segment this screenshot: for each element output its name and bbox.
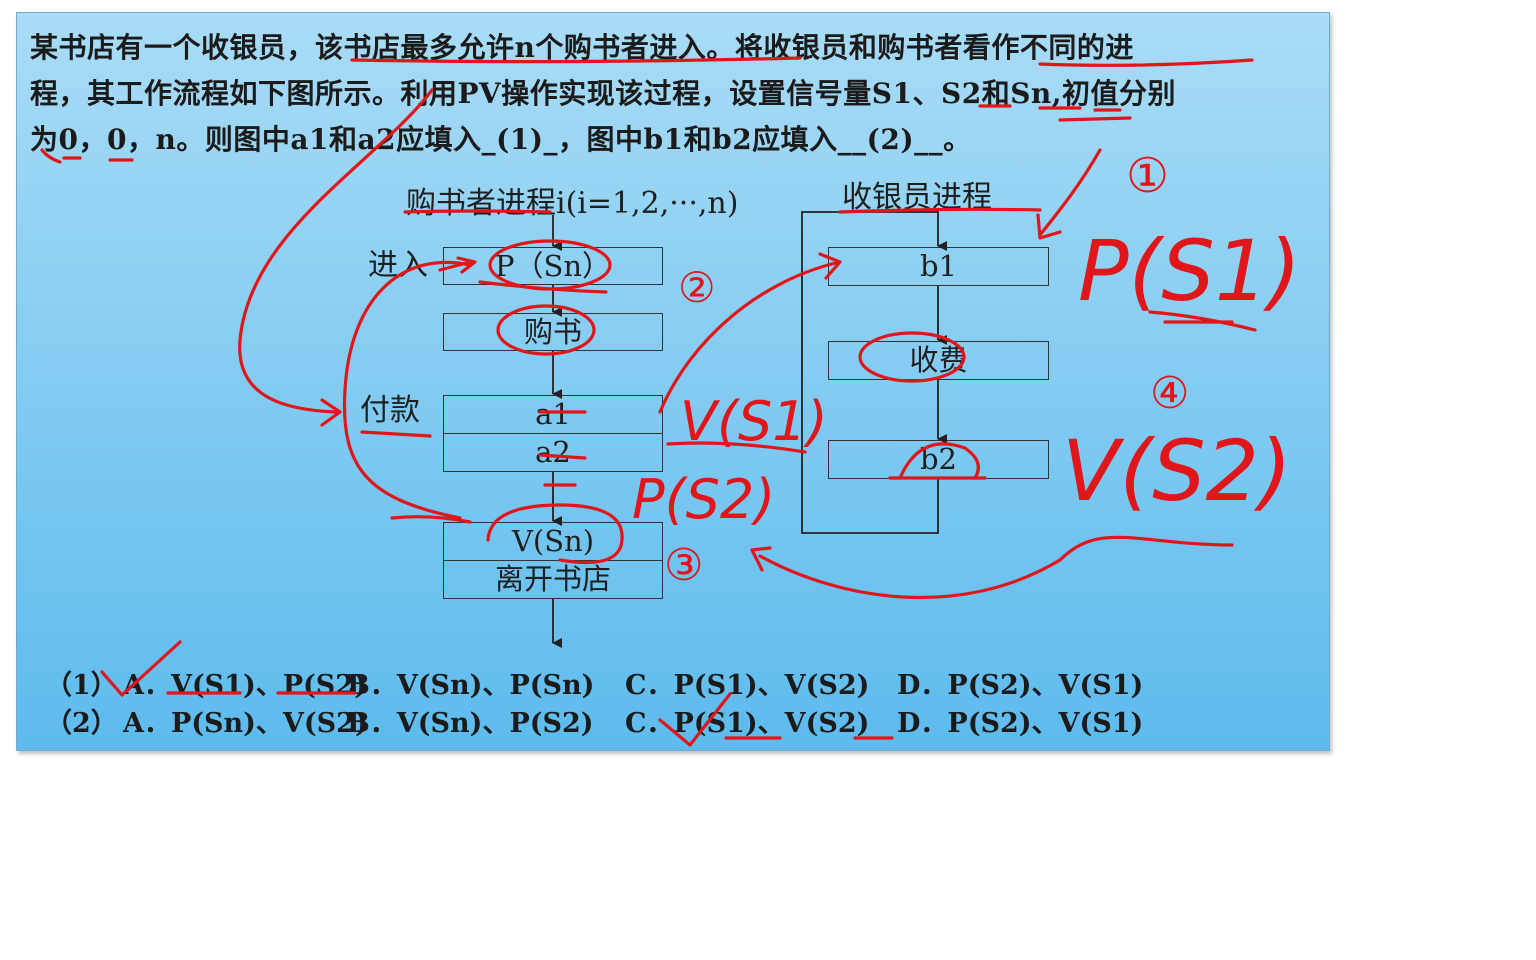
annotation-circled-1: ① — [1126, 148, 1169, 204]
annotation-p-s2: P(S2) — [632, 468, 775, 531]
option-1-a[interactable]: A．V(S1)、P(S2) — [123, 670, 367, 701]
option-2-d[interactable]: D．P(S2)、V(S1) — [897, 708, 1144, 739]
step-charge: 收费 — [828, 341, 1049, 380]
circle-p-sn — [488, 239, 612, 291]
buyer-process-title: 购书者进程i(i=1,2,···,n) — [406, 186, 739, 221]
underline-pay — [360, 430, 432, 438]
slide — [16, 12, 1330, 751]
option-1-c[interactable]: C．P(S1)、V(S2) — [625, 670, 870, 701]
option-2-number: （2） — [45, 708, 118, 739]
annotation-circled-2: ② — [678, 263, 716, 312]
annotation-v-s2: V(S2) — [1062, 422, 1292, 520]
options-row-2: （2）A．P(Sn)、V(S2)B．V(Sn)、P(S2)C．P(S1)、V(S… — [45, 701, 1143, 740]
annotation-v-s1: V(S1) — [680, 390, 828, 453]
curve-enter-to-v — [342, 256, 477, 520]
option-1-d[interactable]: D．P(S2)、V(S1) — [897, 670, 1144, 701]
underline-p-s1 — [1148, 310, 1257, 332]
annotation-circled-4: ④ — [1150, 368, 1189, 419]
step-a2: a2 — [443, 433, 663, 472]
option-2-a[interactable]: A．P(Sn)、V(S2) — [123, 708, 368, 739]
option-1-b[interactable]: B．V(Sn)、P(Sn) — [347, 670, 595, 701]
underline-cashier — [838, 207, 1042, 214]
underline-process — [1038, 58, 1254, 67]
cashier-loop — [801, 211, 947, 534]
check-option-2-c — [658, 692, 732, 747]
arrow-to-v-sn — [750, 535, 1234, 600]
underline-p-sn — [478, 280, 608, 294]
arrow-to-b1 — [658, 252, 842, 414]
pay-label: 付款 — [360, 393, 420, 428]
step-p-sn: P（Sn） — [443, 247, 663, 285]
annotation-p-s1: P(S1) — [1078, 222, 1301, 320]
step-leave: 离开书店 — [443, 560, 663, 599]
circle-v-sn — [486, 503, 624, 565]
check-option-1-a — [100, 640, 182, 697]
underline-buyer — [403, 209, 552, 214]
question-line-1: 某书店有一个收银员，该书店最多允许n个购书者进入。将收银员和购书者看作不同的进 — [30, 31, 1134, 64]
underline-v-s1 — [666, 441, 807, 454]
annotation-circled-3: ③ — [664, 540, 703, 591]
arrow-from-p-s1 — [1036, 148, 1102, 240]
question-line-3: 为0，0，n。则图中a1和a2应填入_(1)_，图中b1和b2应填入__(2)_… — [30, 123, 972, 156]
arc-b2 — [898, 442, 980, 480]
option-2-b[interactable]: B．V(Sn)、P(S2) — [347, 708, 594, 739]
underline-max-n — [350, 56, 802, 64]
circle-charge — [858, 331, 966, 383]
marks-a1-a2 — [538, 410, 587, 487]
curve-to-pay — [238, 88, 434, 427]
option-underlines — [166, 691, 894, 740]
underline-v-sn — [390, 515, 472, 524]
circle-buy — [496, 304, 596, 356]
underline-initials — [40, 148, 134, 164]
underline-semaphores — [978, 104, 1132, 122]
